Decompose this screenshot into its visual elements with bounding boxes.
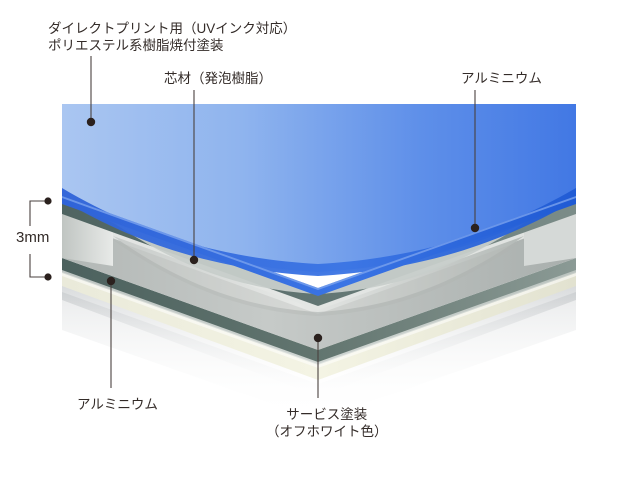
callout-label-aluminium-bottom: アルミニウム <box>77 397 158 412</box>
callout-label-core: 芯材（発泡樹脂） <box>164 71 272 86</box>
dot-aluminium-top <box>470 223 480 233</box>
dimension-label-3mm: 3mm <box>16 229 50 246</box>
dot-print-coating <box>86 117 96 127</box>
dot-aluminium-bottom <box>106 276 116 286</box>
callout-label-aluminium-top: アルミニウム <box>461 71 542 86</box>
callout-label-print-coating: ダイレクトプリント用（UVインク対応） ポリエステル系樹脂焼付塗装 <box>48 21 297 53</box>
callout-leaders <box>90 56 476 398</box>
dot-service-coating <box>313 333 323 343</box>
callout-label-service-coating: サービス塗装 （オフホワイト色） <box>266 407 388 439</box>
dot-core <box>189 255 199 265</box>
dimension-dot-bottom <box>44 273 52 281</box>
callout-dots <box>86 117 480 343</box>
layer-print-coating <box>62 104 576 296</box>
dimension-3mm <box>29 200 46 278</box>
dimension-dot-top <box>44 197 52 205</box>
